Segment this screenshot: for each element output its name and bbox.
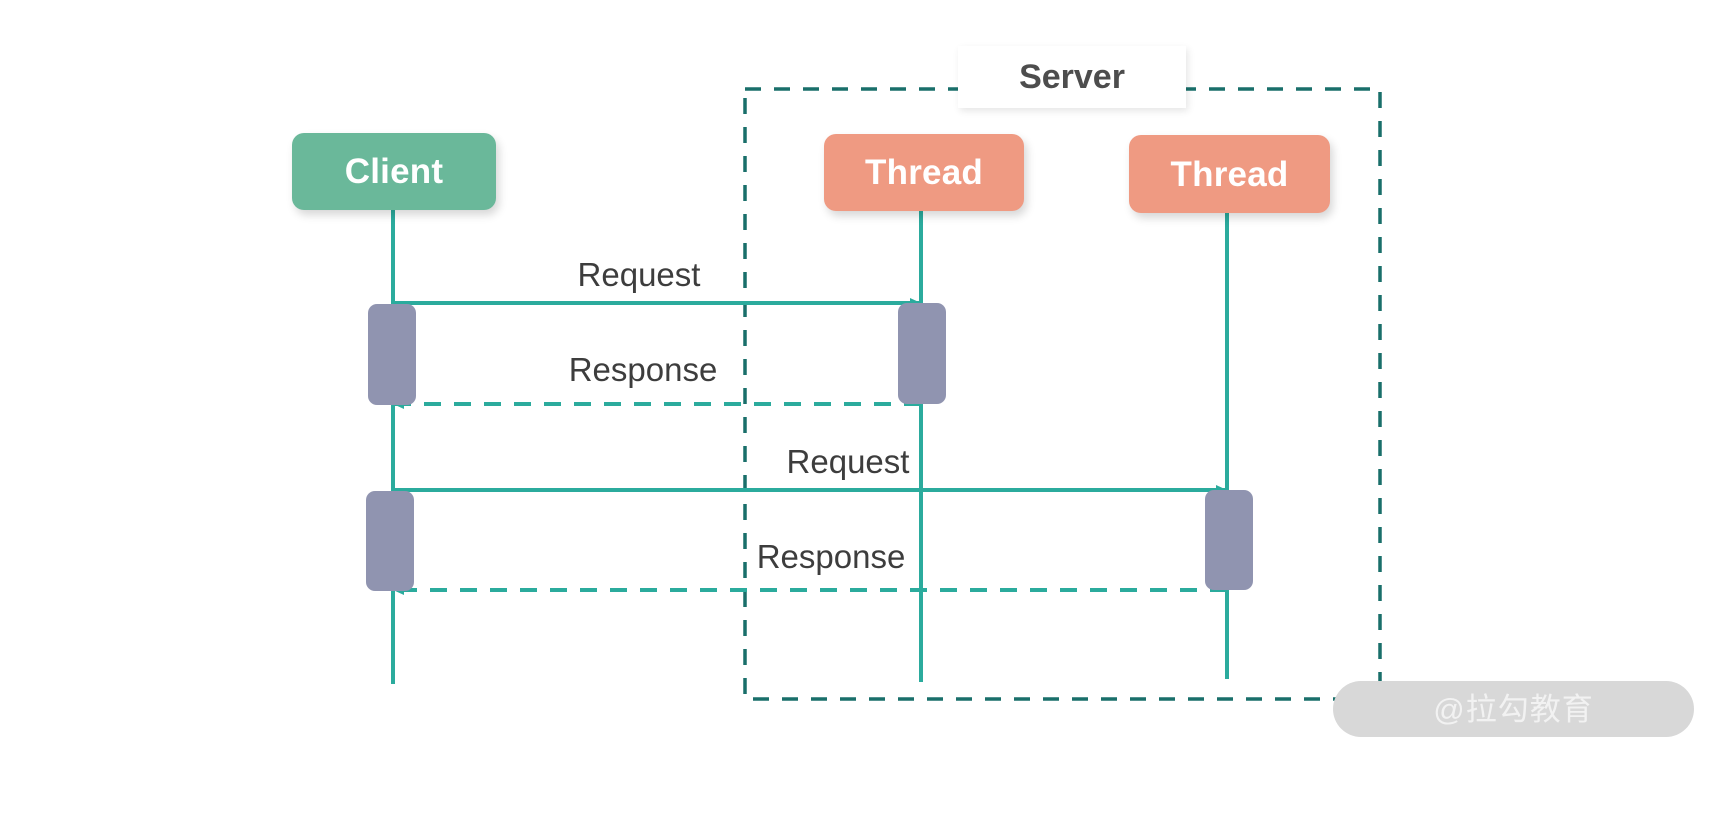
participant-client[interactable]: Client bbox=[292, 133, 496, 210]
lifelines-layer bbox=[391, 210, 1229, 684]
server-group-boundary bbox=[743, 87, 1382, 701]
activation-bars-layer bbox=[366, 303, 1253, 591]
participant-thread1[interactable]: Thread bbox=[824, 134, 1024, 211]
activation-bar-act-client-2 bbox=[366, 491, 414, 591]
activation-bar-act-client-1 bbox=[368, 304, 416, 405]
message-label-msg-2: Response bbox=[568, 351, 718, 388]
participant-label-client: Client bbox=[344, 152, 444, 191]
server-group-label: Server bbox=[958, 46, 1186, 108]
message-label-msg-1: Request bbox=[577, 256, 701, 293]
activation-bar-act-thread2-1 bbox=[1205, 490, 1253, 590]
messages-layer bbox=[393, 298, 1227, 595]
watermark: @拉勾教育 bbox=[1333, 681, 1694, 737]
watermark-text: @拉勾教育 bbox=[1433, 691, 1594, 727]
activation-bar-act-thread1-1 bbox=[898, 303, 946, 404]
message-label-msg-4: Response bbox=[756, 538, 906, 575]
participant-label-thread1: Thread bbox=[865, 153, 983, 192]
participant-thread2[interactable]: Thread bbox=[1129, 135, 1330, 213]
server-boundary-rect bbox=[743, 87, 1382, 701]
participant-label-thread2: Thread bbox=[1170, 154, 1289, 194]
message-label-msg-3: Request bbox=[786, 443, 910, 480]
server-group-label-text: Server bbox=[1019, 58, 1125, 96]
